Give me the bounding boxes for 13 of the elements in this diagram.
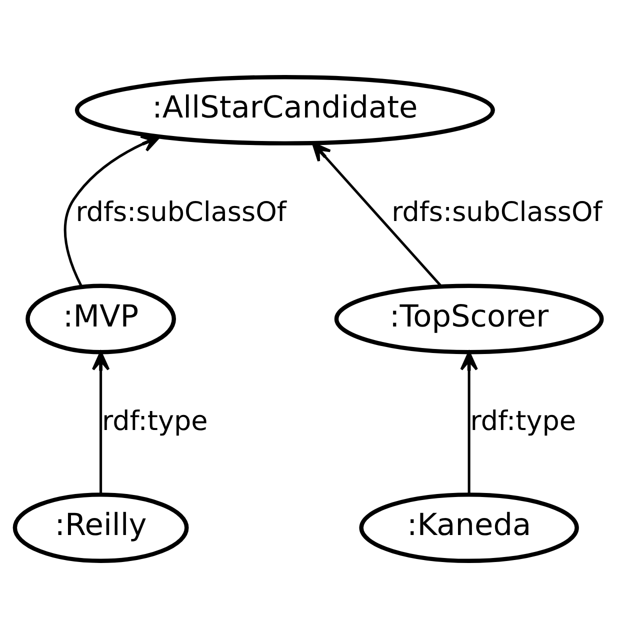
node-ellipse: :AllStarCandidate bbox=[74, 74, 495, 146]
arrow bbox=[312, 142, 442, 287]
node-ellipse: :Reilly bbox=[12, 492, 189, 564]
node-ellipse: :Kaneda bbox=[359, 492, 579, 564]
arrow bbox=[92, 351, 110, 494]
edge-label: rdf:type bbox=[102, 406, 208, 437]
arrow bbox=[64, 135, 161, 287]
node-ellipse: :MVP bbox=[26, 284, 176, 354]
node-ellipse: :TopScorer bbox=[334, 284, 604, 354]
edge-label: rdf:type bbox=[470, 406, 576, 437]
arrow bbox=[460, 351, 478, 494]
edge-label: rdfs:subClassOf bbox=[76, 197, 286, 228]
edge-label: rdfs:subClassOf bbox=[392, 197, 602, 228]
